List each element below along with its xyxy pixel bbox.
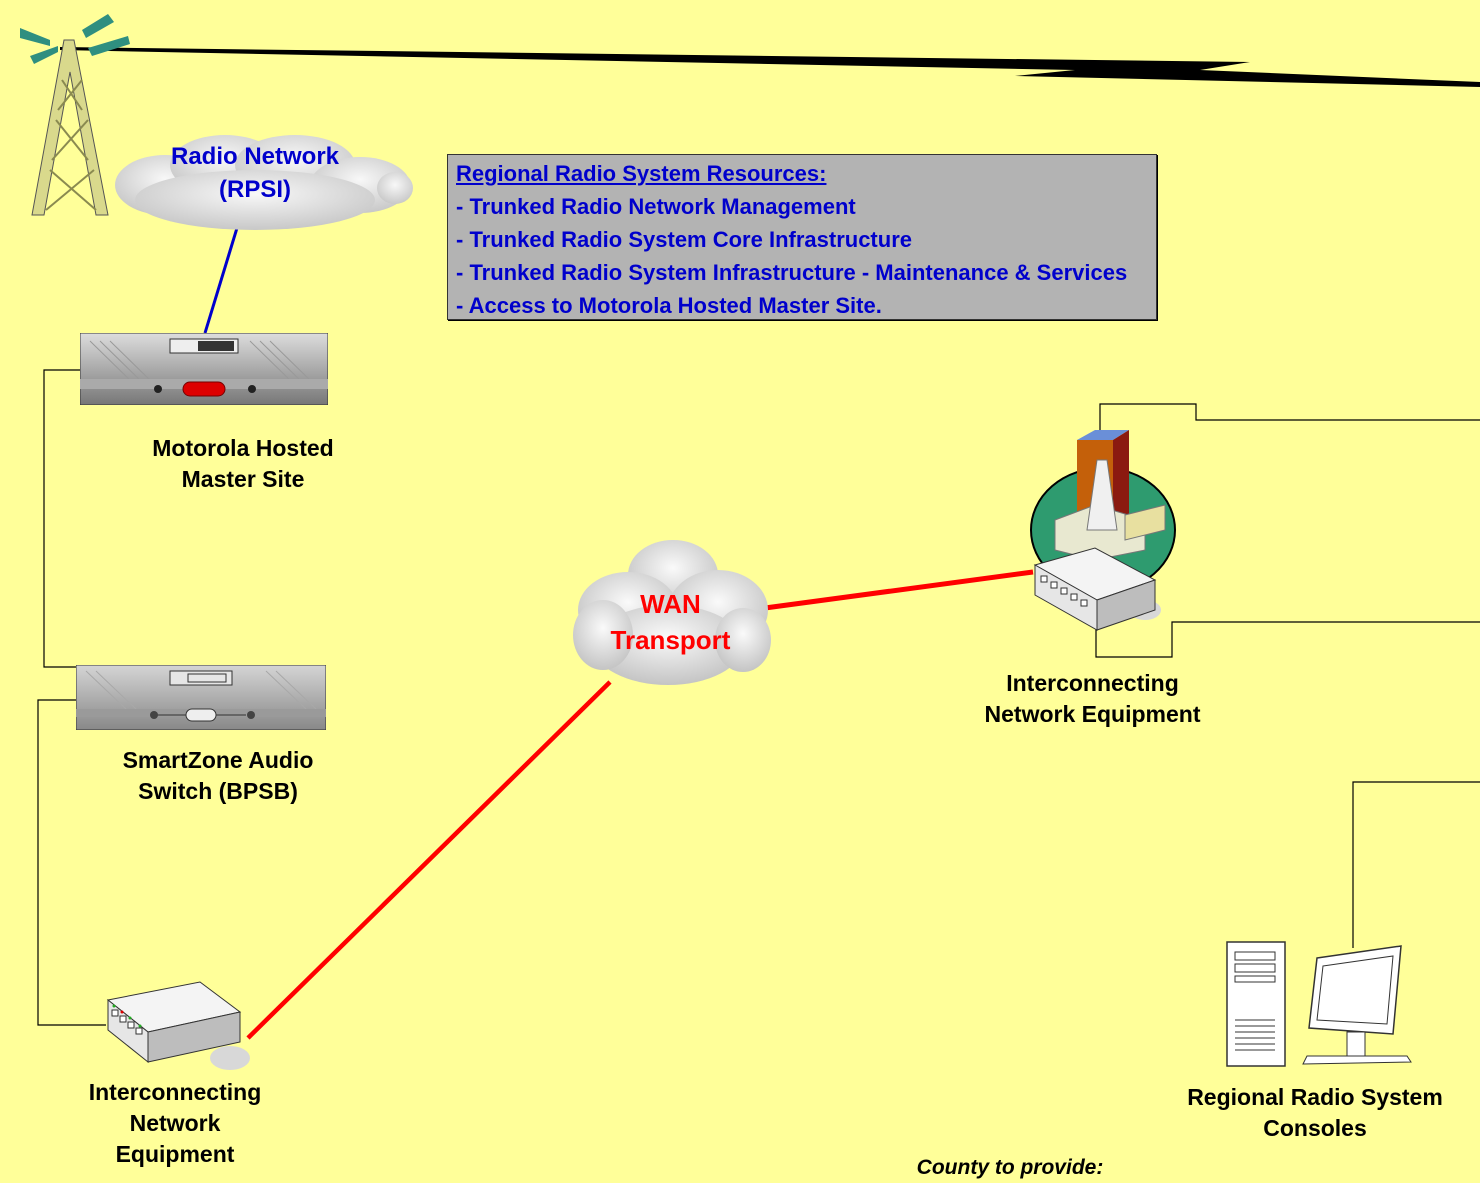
switch-to-network-wire [37,699,106,1026]
resources-box: Regional Radio System Resources: - Trunk… [447,154,1157,320]
resources-item: - Trunked Radio Network Management [456,194,856,219]
left-network-line1: Interconnecting [88,1079,262,1105]
audio-switch-server-icon [76,665,326,730]
right-network-line1: Interconnecting [1006,670,1179,696]
building-network-icon [1030,430,1176,631]
radio-tower-icon [20,14,130,216]
master-site-line1: Motorola Hosted [152,435,334,461]
wan-label: WAN Transport [578,586,763,658]
master-site-server-icon [80,333,328,405]
audio-switch-line1: SmartZone Audio [122,747,314,773]
building-top-wire [1099,403,1480,445]
consoles-label: Regional Radio System Consoles [1165,1082,1465,1144]
footer-note: County to provide: [916,1156,1104,1179]
audio-switch-line2: Switch (BPSB) [138,778,298,804]
resources-item: - Trunked Radio System Infrastructure - … [456,260,1128,285]
wan-link-right [764,569,1034,611]
consoles-line1: Regional Radio System [1187,1084,1443,1110]
radio-link-line [203,227,239,334]
left-network-line2: Network [129,1110,221,1136]
wan-line2: Transport [610,625,731,655]
resources-item: - Access to Motorola Hosted Master Site. [456,293,882,318]
lightning-bolt-link [60,47,1480,87]
consoles-wire [1352,781,1480,948]
radio-network-cloud-icon [115,135,413,230]
audio-switch-label: SmartZone Audio Switch (BPSB) [93,745,343,807]
radio-network-line2: (RPSI) [219,176,291,203]
left-network-switch-icon [106,981,250,1070]
wan-link-left [246,680,612,1040]
radio-network-line1: Radio Network [170,143,340,170]
building-bottom-wire [1095,620,1480,658]
master-to-switch-wire [43,369,80,668]
wan-line1: WAN [640,589,701,619]
wan-cloud-icon [573,540,771,685]
left-network-line3: Equipment [115,1141,235,1167]
right-network-label: Interconnecting Network Equipment [960,668,1225,730]
resources-item: - Trunked Radio System Core Infrastructu… [456,227,912,252]
master-site-line2: Master Site [181,466,305,492]
left-network-label: Interconnecting Network Equipment [50,1077,300,1170]
radio-network-label: Radio Network (RPSI) [155,140,355,206]
master-site-label: Motorola Hosted Master Site [118,433,368,495]
console-workstation-icon [1226,941,1412,1067]
consoles-line2: Consoles [1263,1115,1367,1141]
right-network-line2: Network Equipment [984,701,1201,727]
resources-heading: Regional Radio System Resources: [456,161,827,186]
